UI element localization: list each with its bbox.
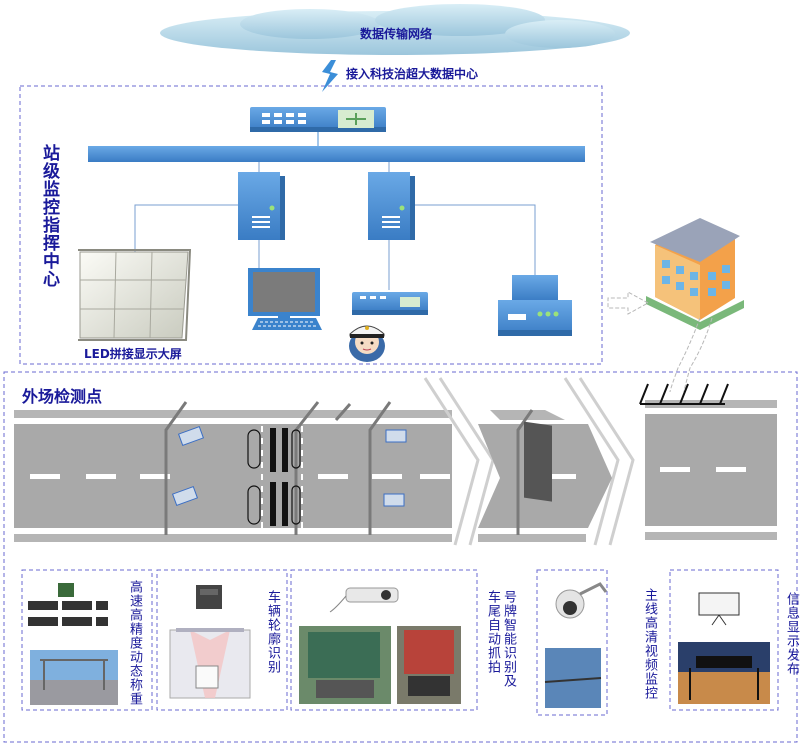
cloud-icon [160, 4, 630, 55]
road-section [14, 410, 452, 542]
module-label-profile: 车辆轮廓识别 [265, 590, 280, 674]
road-section [645, 400, 777, 540]
camera-icon [383, 493, 405, 507]
field-title: 外场检测点 [22, 387, 103, 406]
info-display-graphic [678, 592, 770, 704]
data-flow-arrow [607, 291, 713, 393]
control-center-title: 站级监控指挥中心 [39, 144, 59, 288]
lightning-icon [322, 60, 338, 92]
led-video-wall-icon [78, 249, 192, 341]
building-icon [646, 218, 744, 330]
gantry-icon [639, 383, 729, 405]
cctv-dome-camera-graphic [544, 582, 608, 708]
weigh-sensor [270, 428, 288, 526]
server-icon [368, 172, 415, 240]
module-label-plate: 号牌智能识别及车尾自动抓拍 [485, 590, 516, 688]
network-backbone [88, 146, 585, 162]
police-officer-avatar [349, 325, 385, 362]
network-switch-icon [250, 107, 386, 132]
variable-message-sign [524, 421, 552, 502]
module-label-cctv: 主线高清视频监控 [642, 588, 657, 700]
server-icon [238, 172, 285, 240]
vehicle-profile-graphic [169, 585, 251, 699]
camera-icon [385, 429, 407, 443]
control-center-box [19, 85, 603, 365]
module-label-display: 信息显示发布 [784, 592, 799, 676]
uplink-label: 接入科技治超大数据中心 [346, 67, 479, 81]
camera-icon [177, 425, 205, 447]
workstation-icon [248, 268, 322, 330]
router-icon [352, 292, 428, 315]
camera-icon [171, 485, 199, 507]
module-label-weigh: 高速高精度动态称重 [127, 580, 142, 706]
weigh-in-motion-graphic [28, 583, 118, 705]
printer-icon [498, 275, 572, 336]
cloud-label: 数据传输网络 [360, 27, 433, 41]
led-wall-label: LED拼接显示大屏 [84, 347, 182, 361]
license-plate-recognition-graphic [299, 587, 461, 704]
